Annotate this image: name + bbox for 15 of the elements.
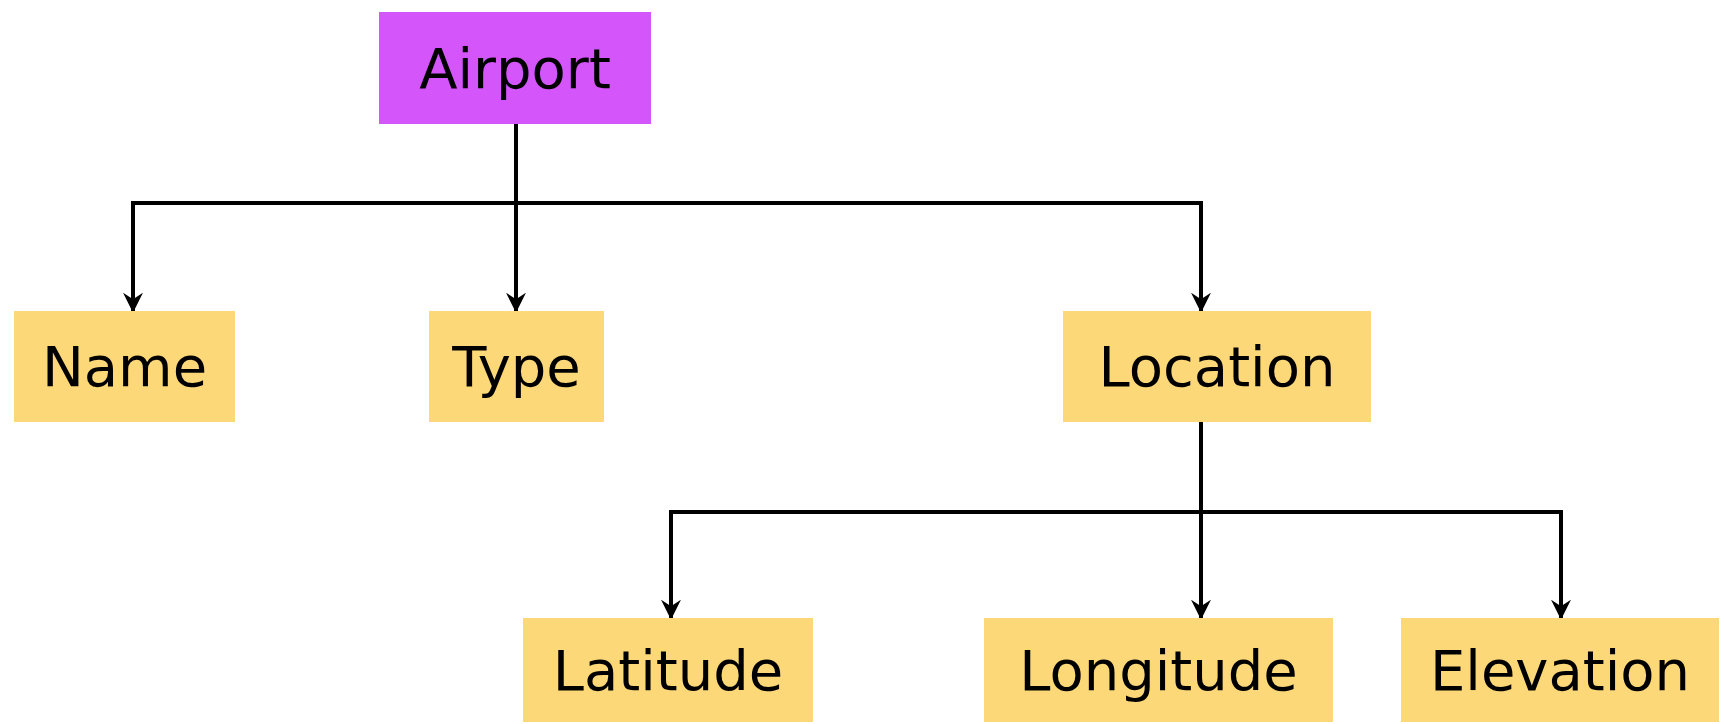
node-label: Name xyxy=(41,334,208,399)
node-label: Elevation xyxy=(1429,637,1691,703)
attribute-box xyxy=(1063,311,1371,422)
node-label: Latitude xyxy=(552,637,784,703)
node-label: Type xyxy=(452,334,581,399)
attribute-box xyxy=(523,618,813,722)
node-label: Airport xyxy=(419,35,611,101)
node-label: Location xyxy=(1098,334,1336,399)
root-box xyxy=(379,12,651,124)
attribute-box xyxy=(14,311,235,422)
arrow xyxy=(1199,422,1571,620)
attribute-box xyxy=(984,618,1333,722)
node-label: Longitude xyxy=(1019,637,1298,703)
attribute-box xyxy=(429,311,604,422)
attribute-box xyxy=(1401,618,1719,722)
